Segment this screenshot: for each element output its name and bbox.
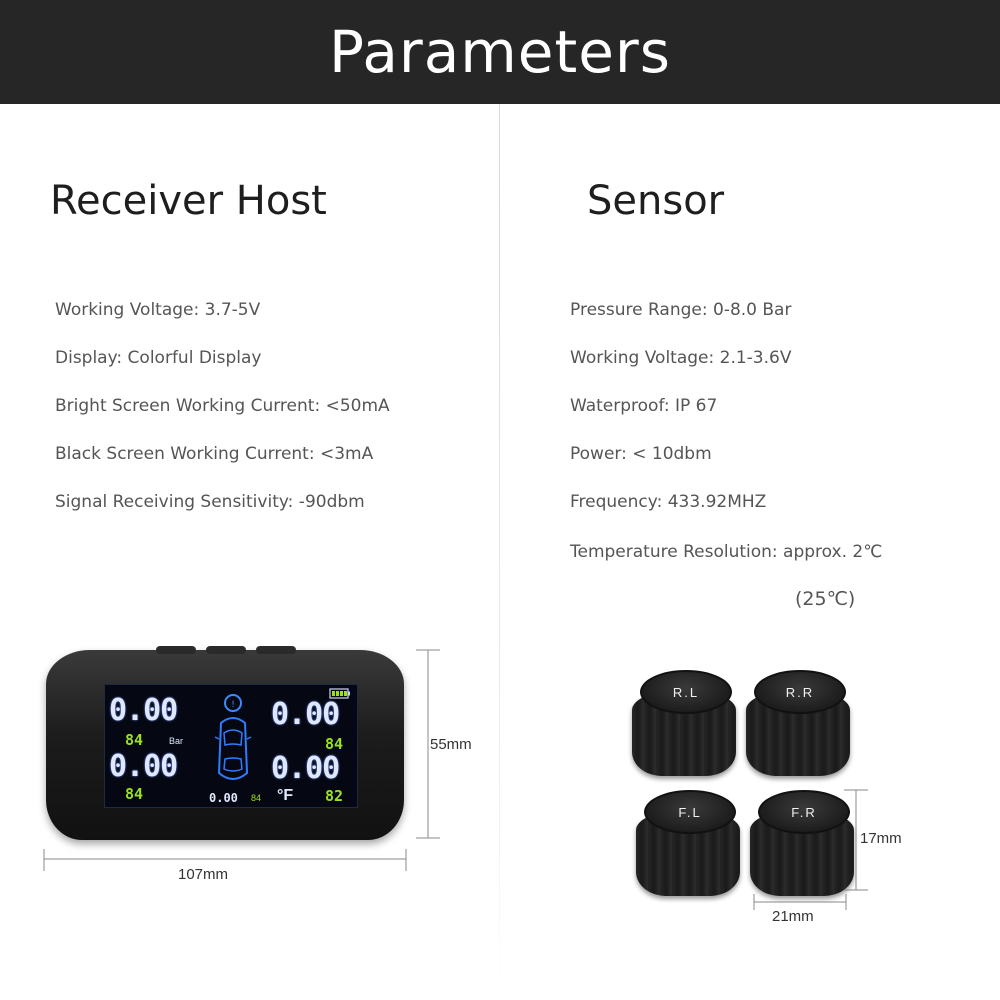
sensor-cap: R.L	[640, 670, 732, 714]
sensor-spec: Working Voltage: 2.1-3.6V	[570, 348, 792, 368]
device-button	[206, 646, 246, 654]
fr-temp: 84	[325, 735, 344, 753]
sensor-height-label: 17mm	[860, 830, 902, 847]
pressure-unit: Bar	[169, 736, 184, 746]
sensor-height-dimension	[844, 789, 868, 891]
sensor-spec: Power: < 10dbm	[570, 444, 712, 464]
fl-temp: 84	[125, 731, 144, 749]
receiver-spec: Working Voltage: 3.7-5V	[55, 300, 261, 320]
sensor-width-label: 21mm	[772, 908, 814, 925]
rr-temp: 82	[325, 787, 344, 805]
sensor-cap: R.R	[754, 670, 846, 714]
receiver-width-label: 107mm	[178, 866, 229, 883]
rl-pressure: 0.00	[109, 749, 178, 784]
receiver-title: Receiver Host	[50, 178, 327, 224]
sensor-label: R.R	[785, 684, 815, 700]
rr-pressure: 0.00	[271, 751, 340, 786]
header-bar: Parameters	[0, 0, 1000, 104]
sensor-front-left: F.L	[636, 788, 740, 900]
receiver-spec: Black Screen Working Current: <3mA	[55, 444, 374, 464]
sensor-front-right: F.R	[750, 788, 854, 900]
receiver-width-dimension	[43, 849, 407, 871]
sensor-label: F.R	[791, 804, 817, 820]
rl-temp: 84	[125, 785, 144, 803]
sensor-cap: F.L	[644, 790, 736, 834]
center-small-value: 84	[251, 793, 262, 803]
sensor-spec-note: (25℃)	[795, 588, 856, 610]
sensor-title: Sensor	[587, 178, 725, 224]
column-divider	[499, 104, 500, 1000]
sensor-spec: Pressure Range: 0-8.0 Bar	[570, 300, 792, 320]
center-value: 0.00	[209, 791, 238, 805]
device-button	[156, 646, 196, 654]
sensor-spec: Temperature Resolution: approx. 2℃	[570, 542, 883, 562]
sensor-width-dimension	[753, 894, 847, 910]
sensor-rear-right: R.R	[746, 668, 850, 780]
receiver-spec: Signal Receiving Sensitivity: -90dbm	[55, 492, 365, 512]
receiver-height-label: 55mm	[430, 736, 472, 753]
car-icon: !	[214, 694, 252, 780]
sensor-spec: Waterproof: IP 67	[570, 396, 718, 416]
receiver-spec: Bright Screen Working Current: <50mA	[55, 396, 390, 416]
sensor-cap: F.R	[758, 790, 850, 834]
sensor-label: R.L	[672, 684, 700, 700]
device-button	[256, 646, 296, 654]
fr-pressure: 0.00	[271, 697, 340, 732]
lcd-screen: 0.00 84 Bar 0.00 84 0.00 84 0.00 82 °F 0…	[104, 684, 358, 808]
temp-unit: °F	[277, 787, 294, 804]
receiver-height-dimension	[416, 649, 440, 839]
sensor-spec: Frequency: 433.92MHZ	[570, 492, 767, 512]
sensor-rear-left: R.L	[632, 668, 736, 780]
receiver-device: 0.00 84 Bar 0.00 84 0.00 84 0.00 82 °F 0…	[46, 646, 404, 840]
receiver-spec: Display: Colorful Display	[55, 348, 262, 368]
page-title: Parameters	[329, 18, 671, 86]
sensor-label: F.L	[678, 804, 702, 820]
battery-icon	[329, 688, 350, 699]
svg-text:!: !	[231, 700, 235, 710]
fl-pressure: 0.00	[109, 693, 178, 728]
